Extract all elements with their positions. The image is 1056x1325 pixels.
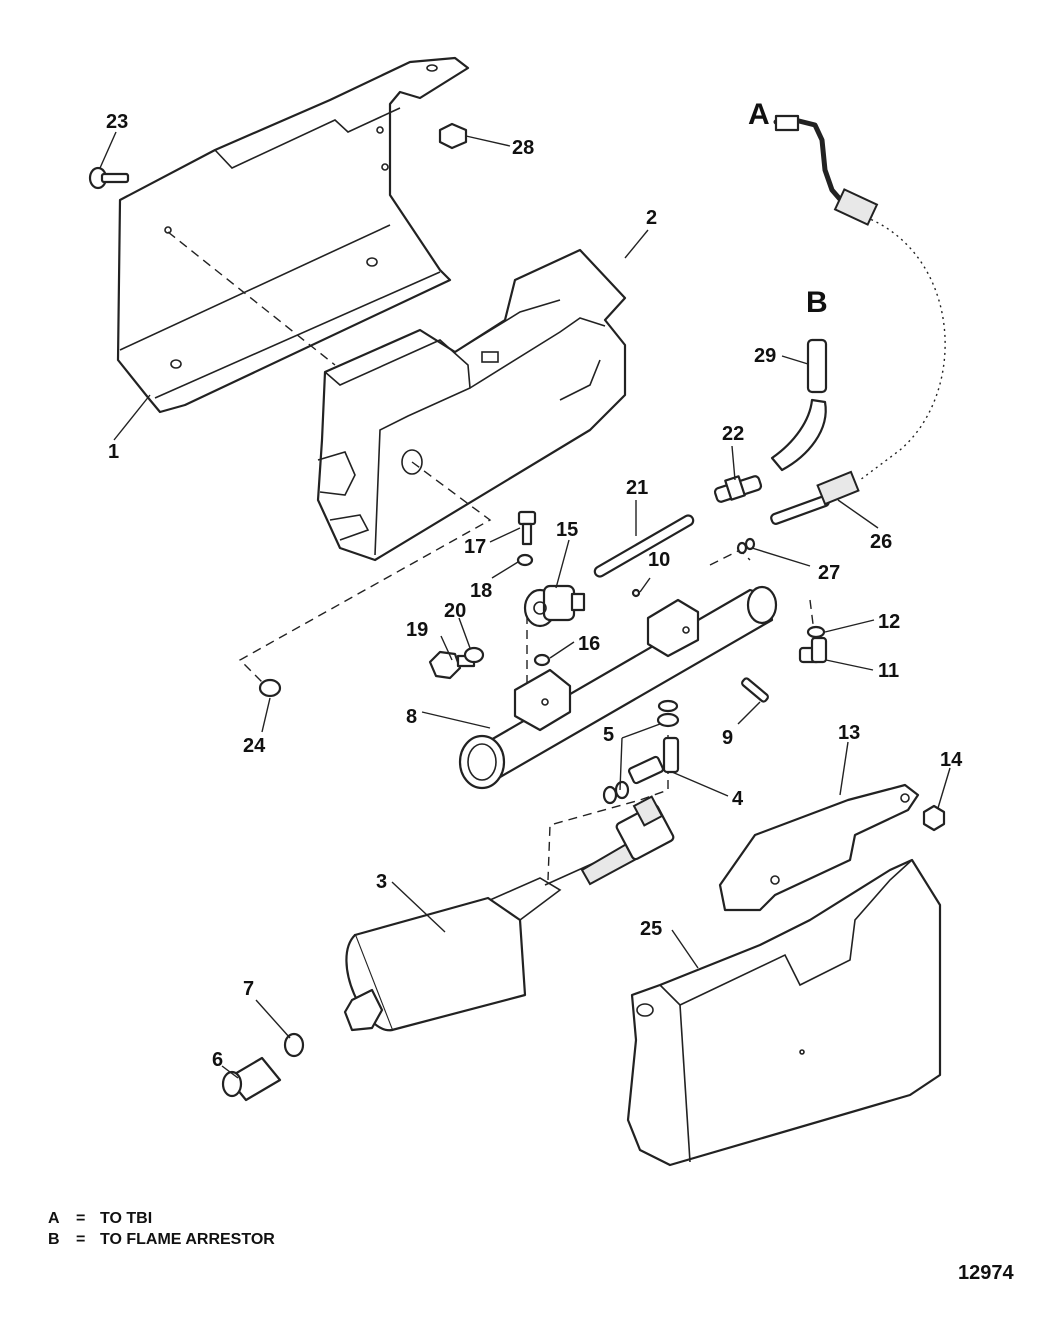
callout-12: 12 [878,611,900,633]
figure-number: 12974 [958,1262,1014,1284]
callout-18: 18 [470,580,492,602]
part-25-heat-shield [626,858,942,1167]
callout-15: 15 [556,519,578,541]
callout-27: 27 [818,562,840,584]
part-14-nut [922,804,946,832]
callout-5: 5 [603,724,614,746]
callout-6: 6 [212,1049,223,1071]
callout-14: 14 [940,749,963,771]
callout-26: 26 [870,531,892,553]
part-19-bolt [428,650,476,680]
alignment-line-1 [167,231,336,366]
legend-key: A [48,1210,60,1227]
callout-23: 23 [106,111,128,133]
part-24-clip [258,678,282,698]
legend-text: TO FLAME ARRESTOR [100,1231,275,1248]
callout-8: 8 [406,706,417,728]
callout-29: 29 [754,345,776,367]
part-22-fitting [713,475,763,503]
callout-17: 17 [464,536,486,558]
part-15-pressure-regulator [523,584,586,628]
part-11-elbow-fitting [798,636,828,664]
label-a: A [748,98,770,131]
legend-row-b: B = TO FLAME ARRESTOR [48,1229,275,1250]
callout-4: 4 [732,788,744,810]
callout-24: 24 [243,735,266,757]
callout-21: 21 [626,477,648,499]
part-18-washer [516,553,534,567]
legend-equals: = [76,1210,86,1227]
callout-7: 7 [243,978,254,1000]
part-5-o-ring-a [657,699,679,713]
callout-3: 3 [376,871,387,893]
callout-20: 20 [444,600,466,622]
part-9-screw [741,677,769,703]
legend-row-a: A = TO TBI [48,1208,275,1229]
label-b: B [806,286,828,319]
legend: A = TO TBI B = TO FLAME ARRESTOR [48,1208,275,1250]
callout-25: 25 [640,918,662,940]
callout-2: 2 [646,207,657,229]
callout-11: 11 [878,660,899,682]
legend-text: TO TBI [100,1210,153,1227]
part-23-screw [88,166,130,190]
leader-lines [99,131,951,1079]
callout-28: 28 [512,137,534,159]
part-5-o-ring-c [602,785,618,805]
part-6-fitting [221,1056,282,1102]
callout-19: 19 [406,619,428,641]
part-7-o-ring [283,1032,305,1058]
part-28-nut [438,122,468,150]
part-27-o-ring-a [736,541,748,555]
part-12-o-ring [806,625,826,639]
callout-9: 9 [722,727,733,749]
part-26-fuel-line [770,470,860,525]
legend-equals: = [76,1231,86,1248]
part-4-elbow [628,736,680,785]
part-10-plug [631,588,641,598]
alignment-line-2 [238,461,492,683]
part-5-o-ring-b [656,712,680,728]
part-17-bolt [517,510,537,546]
part-21-tube [593,514,695,578]
callout-13: 13 [838,722,860,744]
part-29-hose [770,338,828,472]
part-13-strap [718,783,920,912]
legend-key: B [48,1231,60,1248]
part-27-o-ring-b [744,537,756,551]
part-16-nut [533,653,551,667]
fuel-line-path [859,214,946,481]
callout-10: 10 [648,549,670,571]
part-8-fuel-cooler [458,585,778,790]
callout-16: 16 [578,633,600,655]
part-20-washer [463,646,485,664]
part-2-cooler-bracket [316,248,627,562]
callout-1: 1 [108,441,119,463]
part-3-fuel-pump [343,795,675,1032]
part-5-o-ring-d [614,780,630,800]
callout-22: 22 [722,423,744,445]
fuel-line-a [773,114,879,226]
